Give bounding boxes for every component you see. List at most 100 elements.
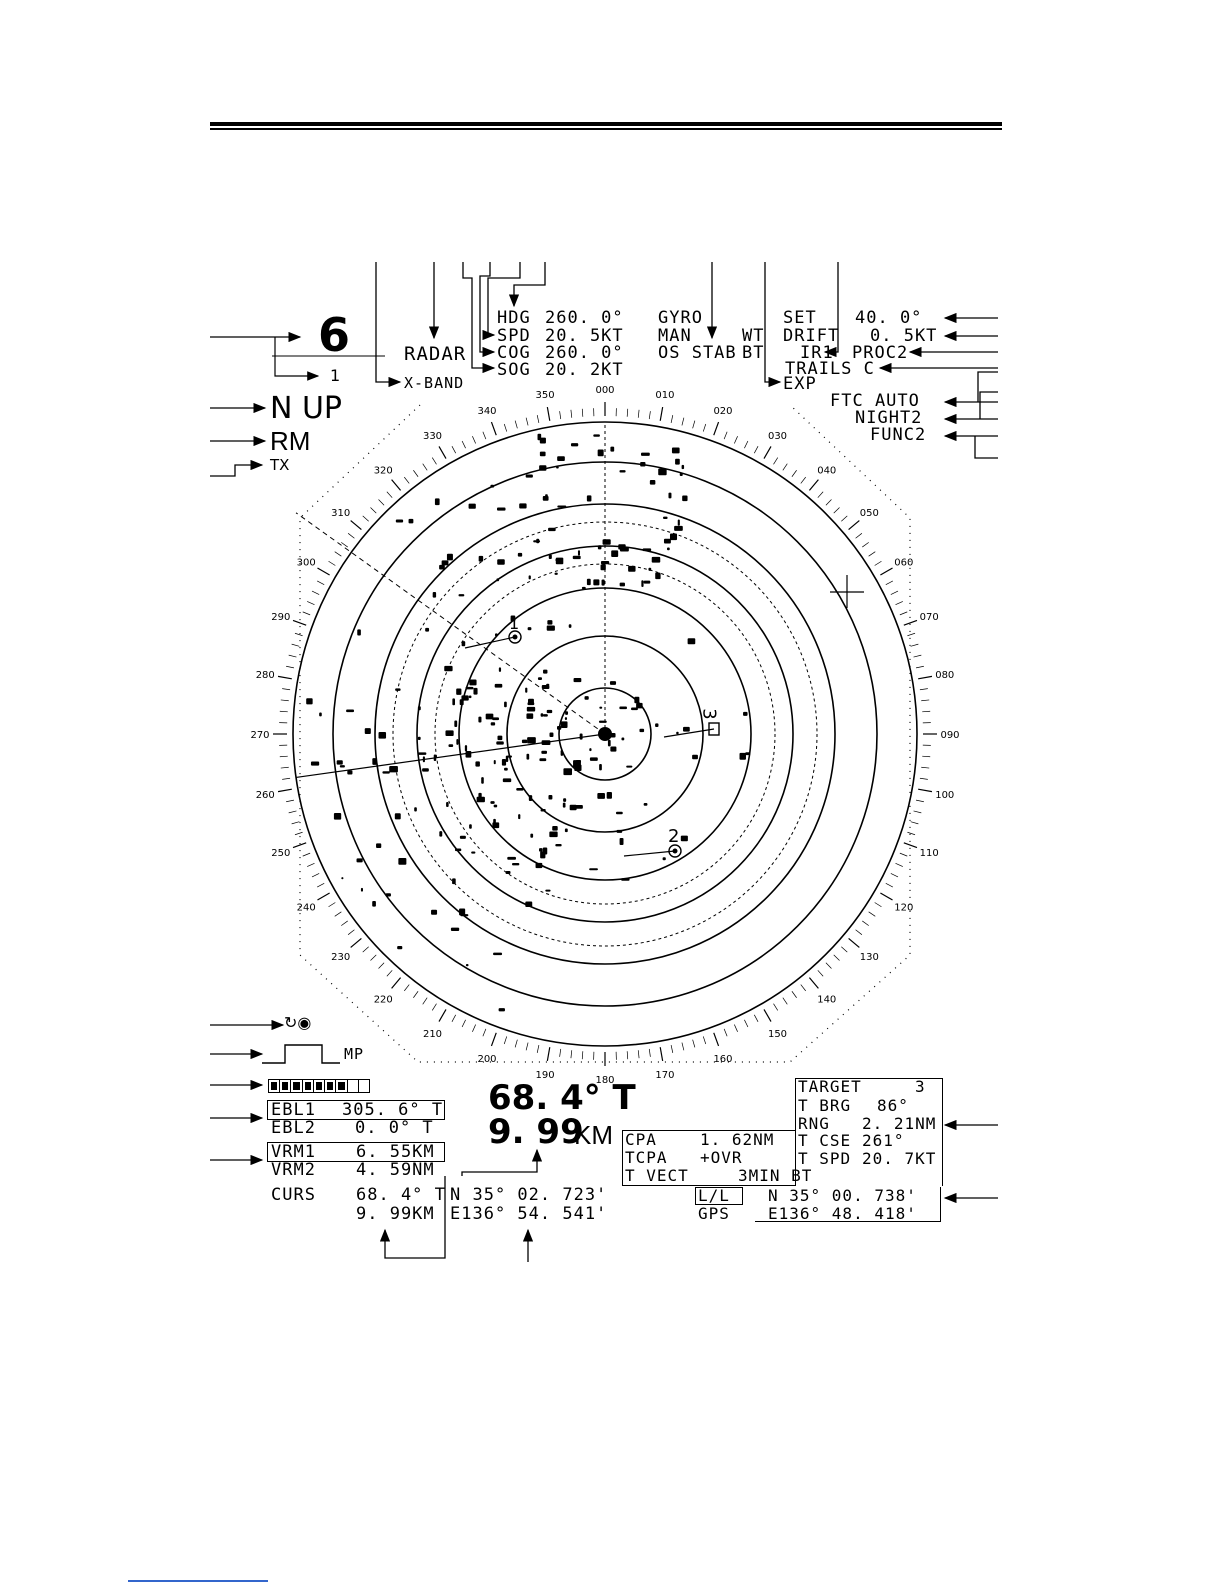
- echo: [376, 843, 382, 848]
- echo: [602, 539, 611, 545]
- echo: [546, 709, 553, 714]
- tspd-value: 20. 7KT: [862, 1149, 937, 1168]
- bearing-tick: [311, 873, 320, 878]
- echo: [597, 793, 605, 799]
- echo: [537, 677, 542, 680]
- ebl1-box[interactable]: [267, 1100, 445, 1120]
- motion-label[interactable]: RM: [270, 426, 311, 456]
- echo: [573, 678, 582, 683]
- echo: [589, 748, 592, 752]
- bearing-tick: [744, 1019, 749, 1028]
- bearing-tick: [808, 479, 819, 491]
- echo: [357, 629, 361, 636]
- callout-arrow: [462, 262, 496, 374]
- echo: [408, 518, 414, 524]
- callout-arrow: [479, 262, 496, 358]
- bearing-tick: [286, 665, 295, 669]
- orientation-label[interactable]: N UP: [270, 391, 343, 426]
- echo: [526, 753, 530, 760]
- echo: [468, 695, 472, 699]
- echo: [464, 745, 468, 752]
- echo: [516, 788, 524, 791]
- cursor-big-bearing: 68. 4° T: [488, 1078, 636, 1118]
- os-stab-label: OS STAB: [658, 343, 737, 363]
- bearing-tick: [833, 507, 840, 514]
- echo: [536, 538, 540, 544]
- bearing-label: 160: [713, 1054, 732, 1065]
- echo: [599, 706, 603, 709]
- ebl1-value: 305. 6° T: [342, 1100, 444, 1120]
- tspd-label: T SPD: [798, 1149, 852, 1168]
- echo: [450, 927, 460, 931]
- hdg-value: 260. 0°: [545, 308, 624, 328]
- echo: [445, 730, 454, 736]
- callout-arrow: [379, 1176, 446, 1259]
- bearing-tick: [915, 799, 924, 803]
- echo: [607, 739, 611, 747]
- bearing-tick: [885, 580, 894, 586]
- echo: [521, 739, 528, 744]
- echo: [539, 758, 547, 762]
- echo: [541, 740, 551, 746]
- bearing-tick: [855, 929, 863, 935]
- vrm2-value: 4. 59NM: [356, 1160, 435, 1180]
- bearing-tick: [431, 457, 437, 465]
- bearing-tick: [514, 1039, 518, 1048]
- bearing-tick: [570, 1050, 573, 1059]
- echo: [669, 533, 678, 541]
- bearing-tick: [311, 590, 320, 595]
- own-ship-marker: [598, 727, 612, 741]
- echo: [535, 862, 543, 869]
- bearing-label: 050: [860, 508, 879, 519]
- echo: [666, 547, 670, 551]
- vrm1-box[interactable]: [267, 1142, 445, 1162]
- echo: [677, 519, 680, 526]
- echo: [575, 805, 583, 809]
- bearing-tick: [626, 408, 629, 417]
- bearing-tick: [280, 699, 289, 702]
- echo: [485, 713, 494, 720]
- bearing-tick: [910, 643, 919, 647]
- bearing-tick: [637, 1050, 640, 1059]
- bearing-tick: [570, 409, 573, 418]
- bearing-tick: [472, 1024, 476, 1032]
- bearing-label: 330: [423, 431, 442, 442]
- rng-label: RNG: [798, 1114, 830, 1133]
- echo: [346, 709, 355, 713]
- echo: [446, 802, 449, 808]
- bearing-tick: [791, 470, 797, 477]
- echo: [517, 552, 523, 557]
- tcpa-value: +OVR: [700, 1148, 743, 1167]
- echo: [687, 638, 696, 645]
- echo: [527, 627, 532, 631]
- echo: [575, 760, 582, 763]
- bearing-tick: [919, 688, 928, 691]
- bearing-tick: [503, 423, 508, 432]
- bearing-tick: [404, 984, 410, 992]
- target-data-panel: [795, 1078, 943, 1186]
- bearing-tick: [386, 970, 393, 977]
- echo: [655, 572, 661, 580]
- echo: [671, 447, 680, 454]
- bearing-tick: [899, 852, 908, 857]
- bearing-tick: [277, 788, 292, 793]
- callout-line: [977, 371, 998, 402]
- tuning-segment: [302, 1080, 314, 1092]
- bearing-tick: [291, 643, 300, 647]
- bearing-label: 210: [423, 1029, 442, 1040]
- echo: [609, 681, 617, 685]
- echo: [433, 754, 437, 761]
- echo: [382, 771, 390, 774]
- echo: [560, 750, 564, 756]
- echo: [570, 443, 579, 447]
- callout-line: [974, 436, 998, 459]
- bearing-label: 030: [768, 431, 787, 442]
- echo: [577, 550, 581, 556]
- bearing-tick: [291, 821, 300, 825]
- echo: [458, 594, 465, 597]
- echo: [360, 887, 363, 892]
- echo: [557, 725, 562, 730]
- bearing-tick: [868, 911, 876, 917]
- bearing-tick: [316, 580, 325, 586]
